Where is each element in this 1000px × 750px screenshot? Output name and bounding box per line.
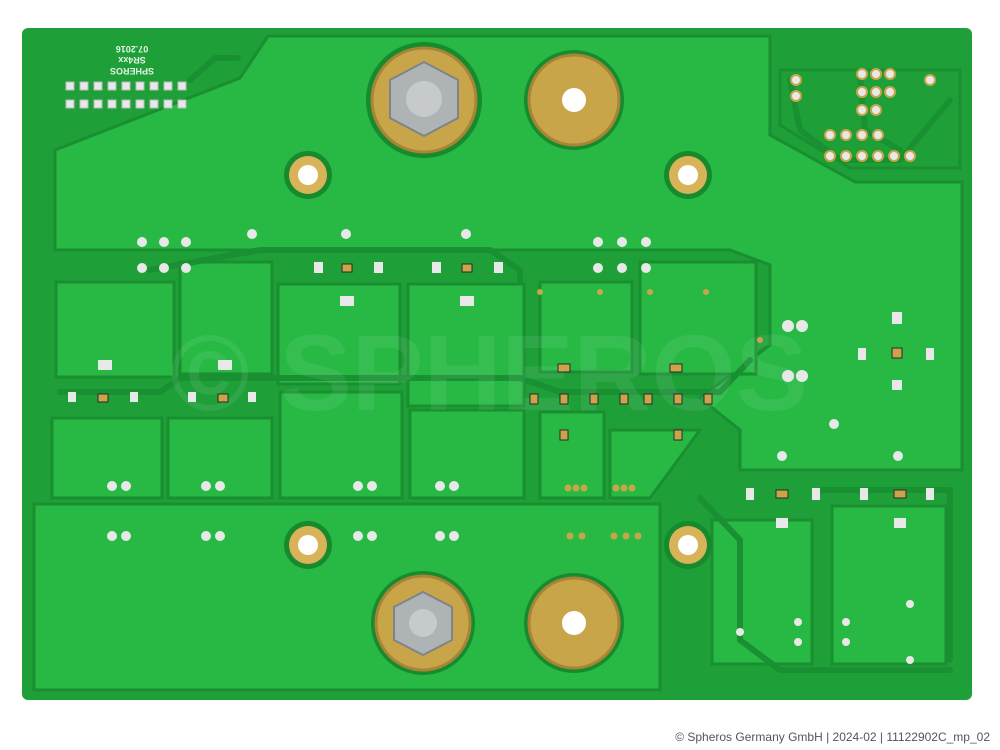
bottom-pour: [32, 502, 662, 692]
top-pour: [53, 34, 964, 472]
right-bottom-pour-2: [830, 504, 948, 666]
pour-block-9: [278, 390, 404, 500]
pour-block-10: [408, 408, 526, 500]
pour-block-12: [608, 428, 703, 500]
watermark-text: © SPHEROS: [170, 312, 808, 433]
pour-block-7: [50, 416, 164, 500]
pour-block-6: [638, 260, 758, 376]
header-row-bottom: [65, 99, 187, 109]
header-pins: [65, 81, 187, 109]
header-row-top: [65, 81, 187, 91]
pour-block-11: [538, 410, 606, 500]
mounting-holes: [284, 151, 712, 569]
connector-pads: [790, 68, 936, 162]
silk-line-2: SR4xx: [118, 55, 146, 65]
connector-area-trace: [778, 68, 962, 170]
copper-pours: [32, 34, 964, 692]
smd-pads: [68, 262, 934, 528]
terminal-top-left: [366, 42, 482, 158]
pour-block-3: [276, 282, 402, 386]
terminal-bottom-right: [524, 573, 624, 673]
trace-mid-bus: [57, 357, 753, 395]
trace-top-bus: [147, 247, 523, 283]
trace-header-link: [187, 55, 241, 83]
silk-line-1: SPHEROS: [110, 66, 154, 76]
pcb-board-photo: © SPHEROS 07.2016 SR4xx SPHEROS: [22, 28, 972, 700]
pour-block-5: [538, 280, 634, 374]
trace-right-1: [697, 495, 953, 673]
terminal-bottom-left: [371, 571, 475, 675]
image-caption: © Spheros Germany GmbH | 2024-02 | 11122…: [675, 730, 990, 744]
small-copper-vias: [537, 289, 763, 540]
via-clusters: [107, 229, 914, 664]
silk-line-3: 07.2016: [116, 44, 149, 54]
terminal-top-right: [524, 50, 624, 150]
pour-block-2: [178, 260, 274, 376]
pour-block-1: [54, 280, 176, 379]
trace-connector-1: [787, 77, 953, 163]
silkscreen-label: 07.2016 SR4xx SPHEROS: [110, 44, 154, 76]
